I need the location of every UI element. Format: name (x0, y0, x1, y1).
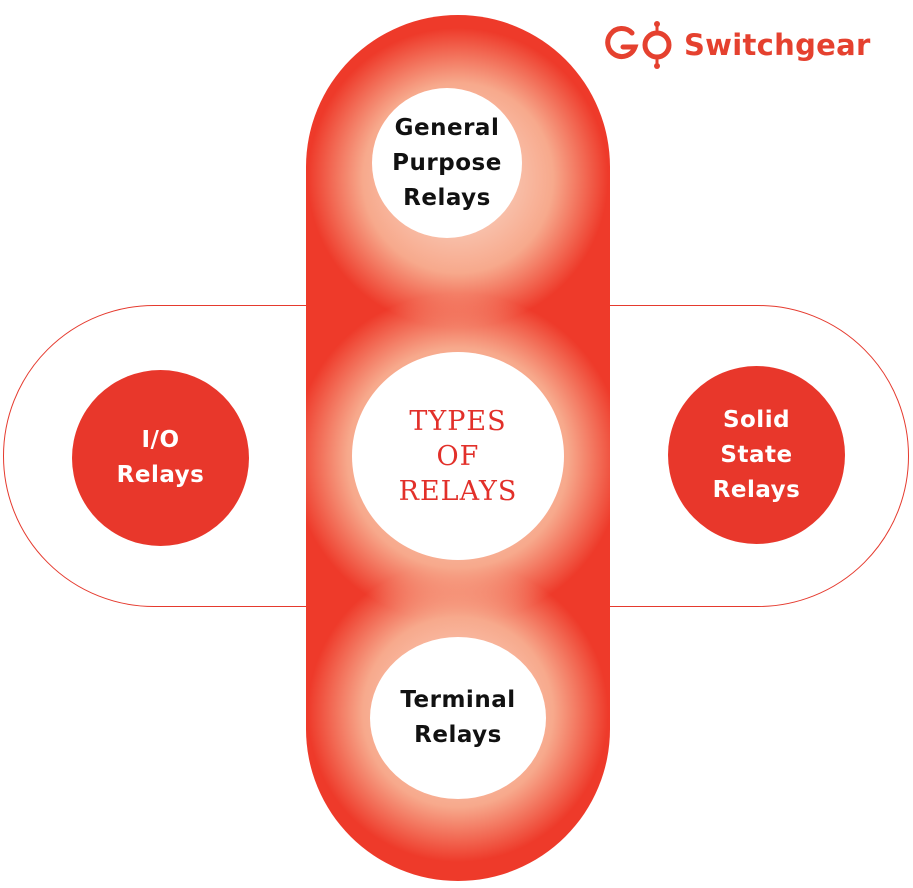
node-label: General Purpose Relays (392, 111, 502, 216)
go-logo-icon (602, 20, 678, 70)
node-label-line: Solid (722, 406, 791, 433)
node-label: I/O Relays (117, 423, 205, 493)
node-label-line: Relays (712, 476, 801, 503)
node-label-line: Relays (414, 722, 502, 748)
center-title-line: OF (436, 440, 480, 472)
node-label-line: Purpose (392, 149, 502, 176)
center-title-line: RELAYS (398, 475, 518, 507)
center-title: TYPES OF RELAYS (399, 404, 518, 509)
node-label-line: I/O (141, 427, 180, 453)
center-node: TYPES OF RELAYS (352, 352, 564, 560)
node-label-line: Relays (116, 462, 205, 488)
node-label: Solid State Relays (713, 403, 801, 508)
node-general-purpose-relays: General Purpose Relays (372, 88, 522, 238)
node-label: Terminal Relays (400, 683, 515, 753)
node-label-line: General (394, 114, 500, 141)
node-label-line: Terminal (400, 687, 516, 713)
brand-name: Switchgear (684, 28, 871, 62)
brand-logo: Switchgear (602, 20, 871, 70)
node-terminal-relays: Terminal Relays (370, 637, 546, 799)
center-title-line: TYPES (409, 405, 507, 437)
node-solid-state-relays: Solid State Relays (668, 366, 845, 544)
node-label-line: State (720, 441, 793, 468)
node-label-line: Relays (403, 184, 491, 211)
node-io-relays: I/O Relays (72, 370, 249, 546)
